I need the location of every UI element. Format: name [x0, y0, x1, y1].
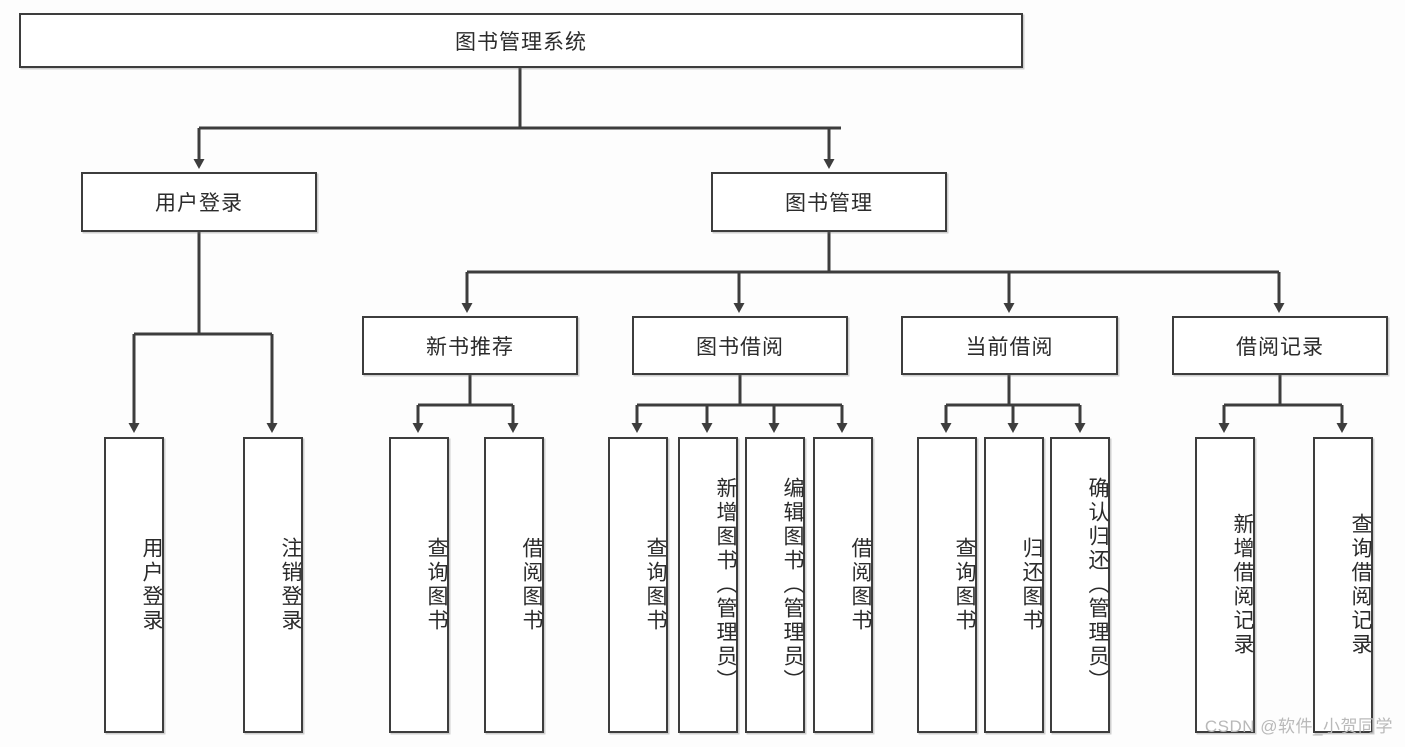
node-book-borrow[interactable]: 图书借阅	[632, 316, 848, 375]
node-label: 查询图书	[425, 537, 448, 633]
node-label: 查询借阅记录	[1349, 513, 1372, 657]
node-book-management-system[interactable]: 图书管理系统	[19, 13, 1023, 68]
node-label: 归还图书	[1020, 537, 1043, 633]
leaf-borrow-query-book[interactable]: 查询图书	[608, 437, 668, 733]
node-label: 查询图书	[644, 537, 667, 633]
node-label: 注销登录	[279, 537, 302, 633]
node-label: 查询图书	[953, 537, 976, 633]
leaf-recommend-query-book[interactable]: 查询图书	[389, 437, 449, 733]
node-label: 用户登录	[155, 192, 243, 215]
node-label: 借阅记录	[1236, 335, 1324, 359]
node-book-management[interactable]: 图书管理	[711, 172, 947, 232]
leaf-recommend-borrow-book[interactable]: 借阅图书	[484, 437, 544, 733]
node-label: 新增图书（管理员）	[714, 477, 737, 693]
leaf-user-login[interactable]: 用户登录	[104, 437, 164, 733]
node-label: 新增借阅记录	[1231, 513, 1254, 657]
leaf-logout[interactable]: 注销登录	[243, 437, 303, 733]
node-user-login[interactable]: 用户登录	[81, 172, 317, 232]
leaf-current-return-book[interactable]: 归还图书	[984, 437, 1044, 733]
leaf-current-query-book[interactable]: 查询图书	[917, 437, 977, 733]
node-label: 图书管理系统	[455, 30, 587, 54]
leaf-record-add[interactable]: 新增借阅记录	[1195, 437, 1255, 733]
node-new-book-recommend[interactable]: 新书推荐	[362, 316, 578, 375]
node-current-borrow[interactable]: 当前借阅	[901, 316, 1118, 375]
leaf-current-confirm-return[interactable]: 确认归还（管理员）	[1050, 437, 1110, 733]
node-label: 用户登录	[140, 537, 163, 633]
leaf-borrow-edit-book[interactable]: 编辑图书（管理员）	[745, 437, 805, 733]
node-label: 图书借阅	[696, 335, 784, 359]
leaf-borrow-add-book[interactable]: 新增图书（管理员）	[678, 437, 738, 733]
node-label: 图书管理	[785, 192, 873, 215]
node-label: 当前借阅	[965, 335, 1054, 359]
leaf-borrow-borrow-book[interactable]: 借阅图书	[813, 437, 873, 733]
node-label: 编辑图书（管理员）	[781, 477, 804, 693]
node-label: 借阅图书	[849, 537, 872, 633]
leaf-record-query[interactable]: 查询借阅记录	[1313, 437, 1373, 733]
node-label: 新书推荐	[426, 335, 514, 359]
node-label: 借阅图书	[520, 537, 543, 633]
node-label: 确认归还（管理员）	[1086, 477, 1109, 693]
node-borrow-record[interactable]: 借阅记录	[1172, 316, 1388, 375]
watermark-text: CSDN @软件_小贺同学	[1204, 717, 1393, 736]
